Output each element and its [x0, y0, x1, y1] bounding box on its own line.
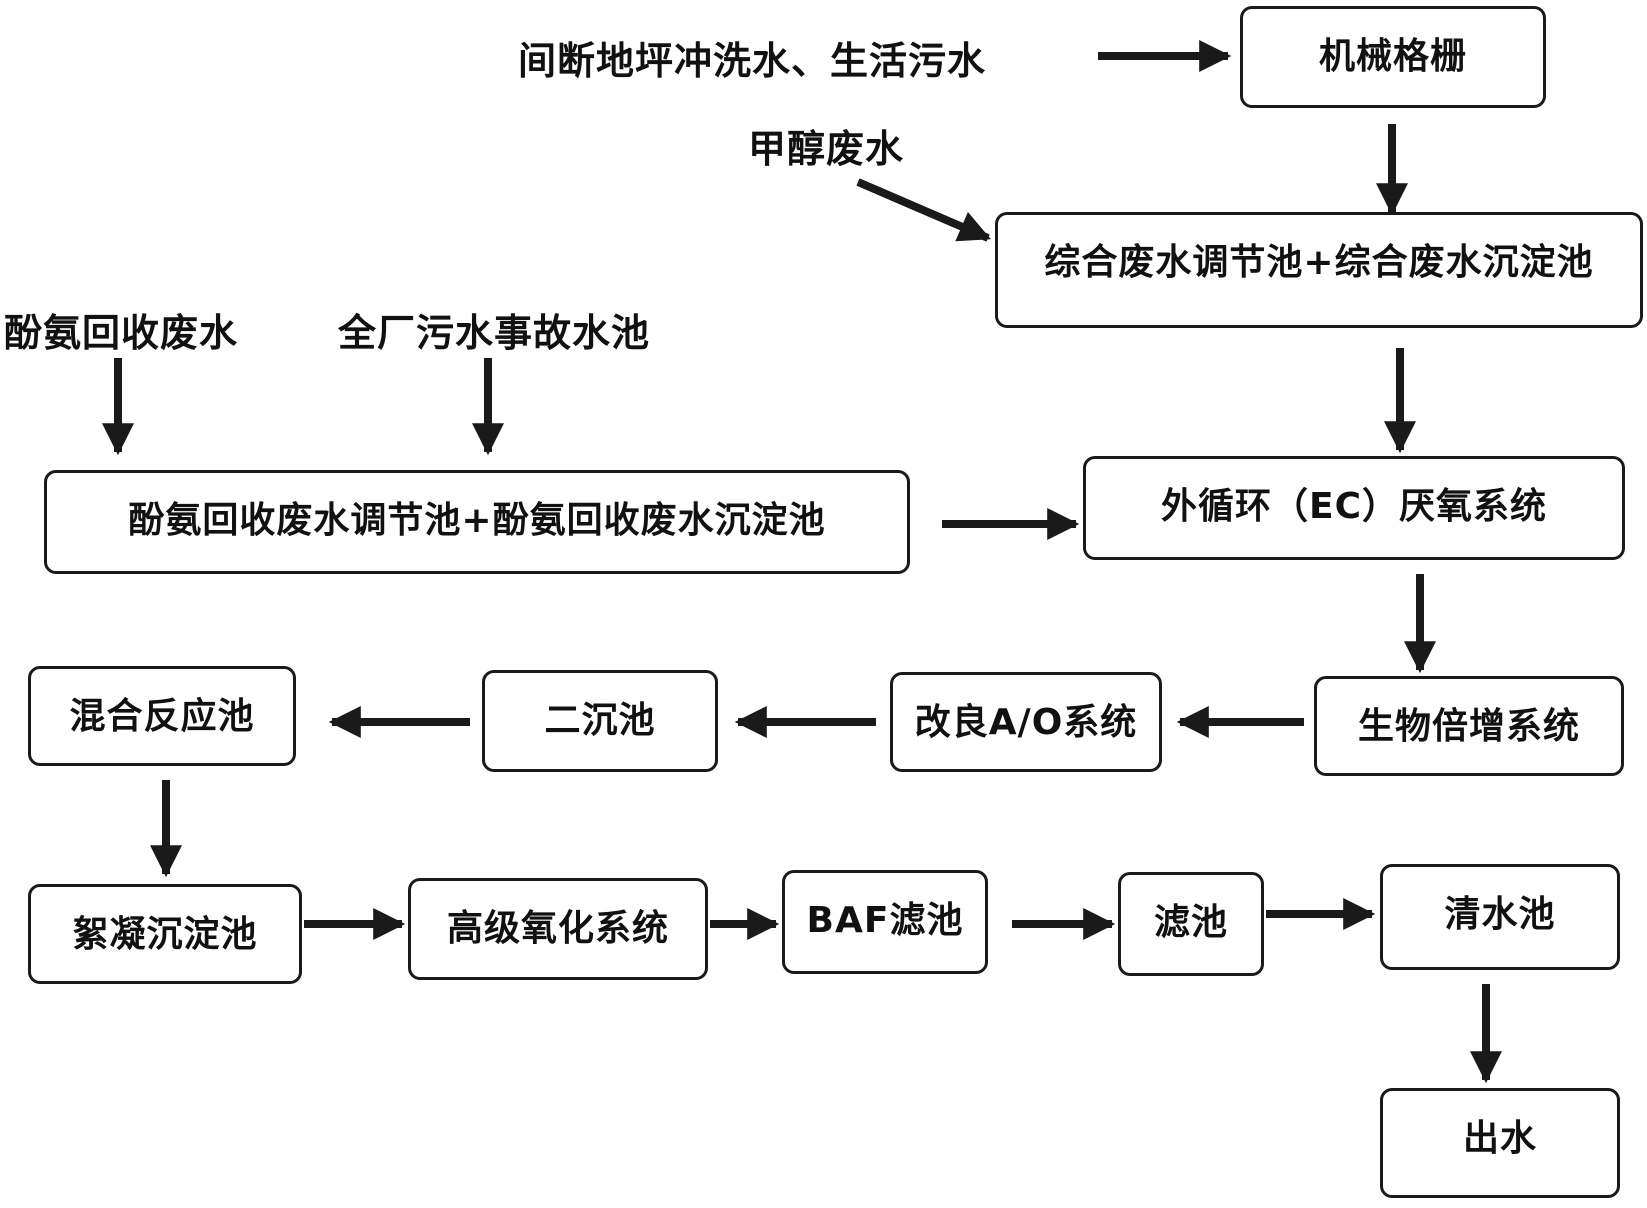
bio-multiply-label: 生物倍增系统 [1357, 706, 1580, 747]
ec-anaerobic-label: 外循环（EC）厌氧系统 [1160, 486, 1547, 527]
improved-ao-label: 改良A/O系统 [914, 702, 1138, 743]
source-methanol-label: 甲醇废水 [748, 127, 905, 171]
baf-filter-box: BAF滤池 [782, 870, 988, 974]
advanced-oxidation-label: 高级氧化系统 [446, 908, 669, 949]
source-phenol-ammonia-label: 酚氨回收废水 [4, 311, 239, 355]
mixing-reaction-label: 混合反应池 [69, 696, 255, 737]
mixing-reaction-box: 混合反应池 [28, 666, 296, 766]
mechanical-grille-box: 机械格栅 [1240, 6, 1546, 108]
effluent-box: 出水 [1380, 1088, 1620, 1198]
combined-tank-label: 综合废水调节池+综合废水沉淀池 [1044, 242, 1594, 283]
bio-multiply-box: 生物倍增系统 [1314, 676, 1624, 776]
mechanical-grille-label: 机械格栅 [1318, 36, 1467, 77]
baf-filter-label: BAF滤池 [806, 900, 964, 941]
secondary-clarifier-box: 二沉池 [482, 670, 718, 772]
phenol-tank-label: 酚氨回收废水调节池+酚氨回收废水沉淀池 [128, 500, 826, 541]
flocculation-box: 絮凝沉淀池 [28, 884, 302, 984]
ec-anaerobic-box: 外循环（EC）厌氧系统 [1083, 456, 1625, 560]
improved-ao-box: 改良A/O系统 [890, 672, 1162, 772]
clear-water-box: 清水池 [1380, 864, 1620, 970]
flocculation-label: 絮凝沉淀池 [72, 914, 258, 955]
effluent-label: 出水 [1462, 1118, 1537, 1159]
source-plant-accident-label: 全厂污水事故水池 [338, 311, 651, 355]
clear-water-label: 清水池 [1444, 894, 1556, 935]
source-floor-domestic-label: 间断地坪冲洗水、生活污水 [518, 39, 987, 83]
phenol-tank-box: 酚氨回收废水调节池+酚氨回收废水沉淀池 [44, 470, 910, 574]
filter-label: 滤池 [1153, 902, 1228, 943]
filter-box: 滤池 [1118, 872, 1264, 976]
secondary-clarifier-label: 二沉池 [544, 700, 656, 741]
advanced-oxidation-box: 高级氧化系统 [408, 878, 708, 980]
combined-tank-box: 综合废水调节池+综合废水沉淀池 [995, 212, 1643, 328]
arrow-methanol-to-combined [856, 178, 991, 242]
